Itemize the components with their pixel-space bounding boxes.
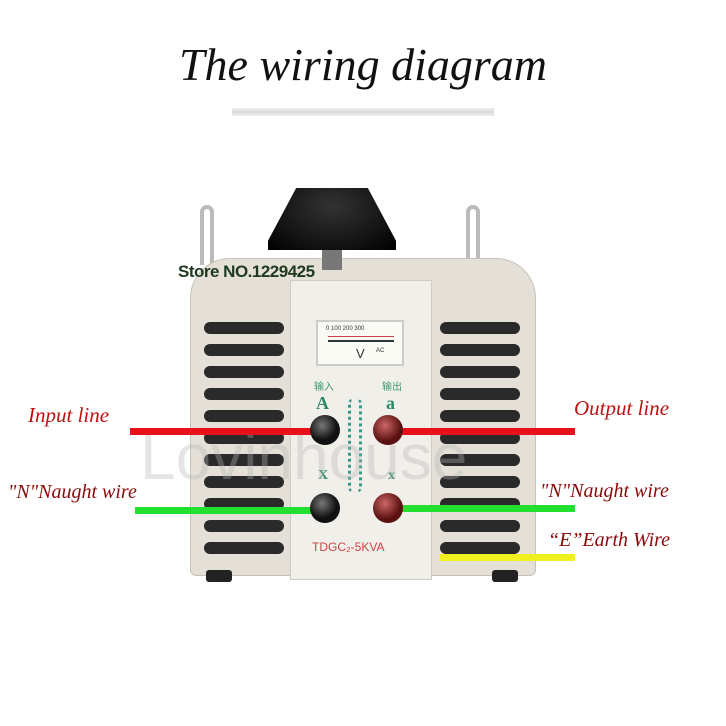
- output-line-label: Output line: [574, 396, 670, 420]
- input-cn-label: 输入: [314, 382, 334, 393]
- vent-slot: [440, 322, 520, 334]
- vent-slot: [204, 454, 284, 466]
- earth-wire-label: “E”Earth Wire: [548, 529, 671, 551]
- terminal-a-label: a: [386, 393, 395, 413]
- vent-slot: [440, 388, 520, 400]
- title-underline: [232, 108, 494, 116]
- vent-slot: [440, 410, 520, 422]
- meter-arc: [328, 336, 394, 342]
- vent-slot: [440, 366, 520, 378]
- adjustment-knob: [268, 188, 396, 250]
- output-neutral-terminal: [373, 493, 403, 523]
- neutral-label-left: "N"Naught wire: [8, 481, 137, 503]
- terminal-X-label: X: [318, 468, 329, 483]
- meter-scale: 0 100 200 300: [326, 326, 365, 332]
- vent-slot: [440, 542, 520, 554]
- terminal-x-label: x: [388, 468, 395, 483]
- vent-slot: [204, 322, 284, 334]
- store-label: Store NO.1229425: [178, 262, 315, 281]
- knob-shaft: [322, 250, 342, 270]
- input-line-label: Input line: [28, 403, 110, 427]
- vent-slot: [440, 344, 520, 356]
- vent-slot: [440, 454, 520, 466]
- terminal-A-label: A: [316, 393, 329, 413]
- input-wire: [130, 428, 325, 435]
- foot-left: [206, 570, 232, 582]
- neutral-wire-right: [395, 505, 575, 512]
- left-handle: [200, 205, 214, 265]
- input-neutral-terminal: [310, 493, 340, 523]
- vent-slot: [204, 542, 284, 554]
- neutral-wire-left: [135, 507, 325, 514]
- right-handle: [466, 205, 480, 265]
- vent-slot: [204, 366, 284, 378]
- voltmeter: 0 100 200 300 V AC: [316, 320, 404, 366]
- vent-slot: [204, 476, 284, 488]
- foot-right: [492, 570, 518, 582]
- earth-wire: [440, 554, 575, 561]
- vent-slot: [440, 432, 520, 444]
- vent-slot: [440, 520, 520, 532]
- meter-unit: V: [356, 346, 365, 361]
- vent-slot: [204, 388, 284, 400]
- vent-slot: [204, 410, 284, 422]
- vent-slot: [204, 520, 284, 532]
- output-terminal: [373, 415, 403, 445]
- vent-slot: [204, 432, 284, 444]
- input-terminal: [310, 415, 340, 445]
- output-wire: [392, 428, 575, 435]
- output-cn-label: 输出: [382, 382, 402, 393]
- meter-ac: AC: [376, 348, 385, 354]
- vent-slot: [204, 344, 284, 356]
- model-label: TDGC₂-5KVA: [312, 540, 385, 554]
- diagram-title: The wiring diagram: [178, 39, 548, 90]
- vent-slot: [440, 476, 520, 488]
- coil-symbol: [348, 398, 362, 493]
- neutral-label-right: "N"Naught wire: [540, 480, 669, 502]
